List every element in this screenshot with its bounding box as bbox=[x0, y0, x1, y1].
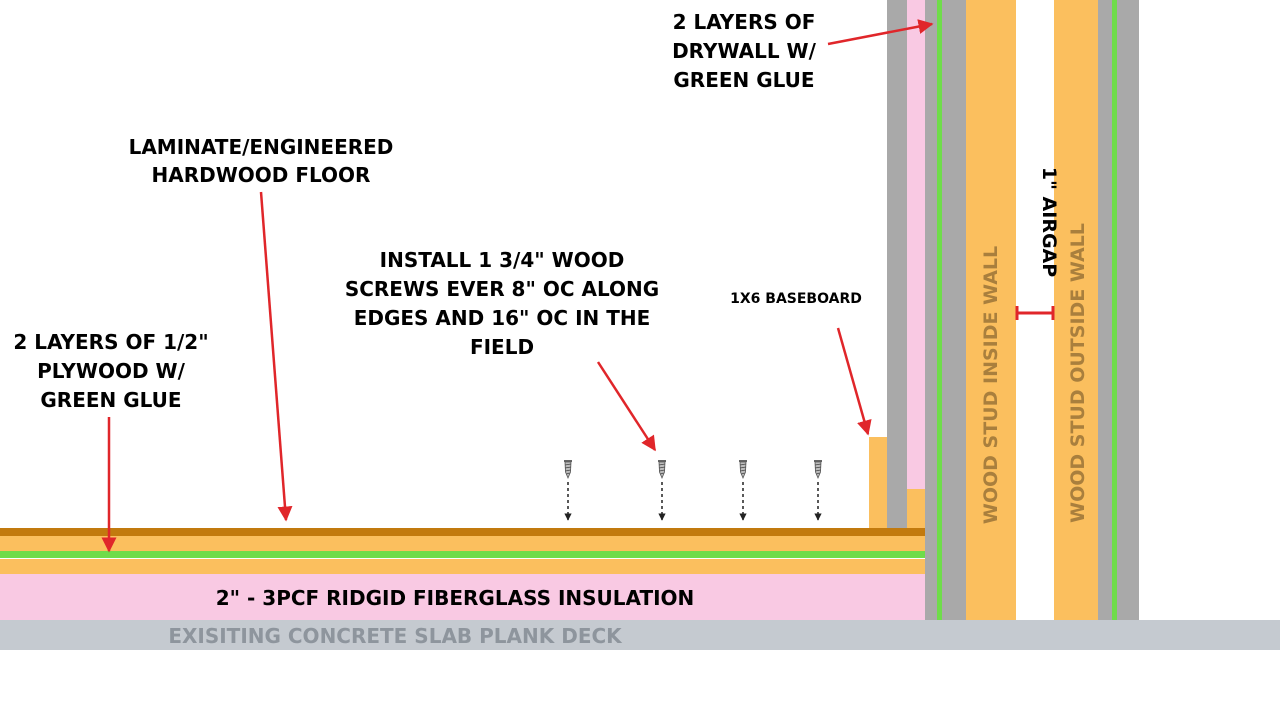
svg-text:SCREWS EVER 8" OC ALONG: SCREWS EVER 8" OC ALONG bbox=[345, 277, 659, 301]
screws-label: INSTALL 1 3/4" WOOD SCREWS EVER 8" OC AL… bbox=[345, 248, 659, 359]
stud-inside-label: WOOD STUD INSIDE WALL bbox=[980, 246, 1002, 524]
green-glue-layer bbox=[0, 551, 925, 558]
svg-text:INSTALL 1 3/4" WOOD: INSTALL 1 3/4" WOOD bbox=[380, 248, 625, 272]
outside-drywall-b bbox=[1117, 0, 1139, 620]
drywall-layer-b bbox=[942, 0, 966, 620]
plywood-layer-upper bbox=[0, 536, 925, 551]
baseboard-arrow bbox=[836, 327, 872, 436]
screw-icon bbox=[813, 459, 823, 479]
screw-icon bbox=[738, 459, 748, 479]
wood-stud-inside-wall bbox=[966, 0, 1016, 620]
screw-icon bbox=[657, 459, 667, 479]
svg-text:PLYWOOD W/: PLYWOOD W/ bbox=[37, 359, 185, 383]
airgap-label: 1" AIRGAP bbox=[1038, 167, 1060, 277]
laminate-floor bbox=[0, 528, 925, 536]
floor-arrow bbox=[259, 191, 293, 522]
svg-text:2 LAYERS OF: 2 LAYERS OF bbox=[673, 10, 816, 34]
outside-drywall-a bbox=[1098, 0, 1112, 620]
drywall-layer-a bbox=[925, 0, 937, 620]
svg-text:FIELD: FIELD bbox=[470, 335, 534, 359]
svg-text:GREEN GLUE: GREEN GLUE bbox=[40, 388, 181, 412]
concrete-slab bbox=[0, 620, 1280, 650]
fiberglass-insulation bbox=[0, 574, 925, 620]
drywall-arrow bbox=[827, 19, 934, 46]
wall-bottom-plate bbox=[907, 489, 925, 528]
insulation-label: 2" - 3PCF RIDGID FIBERGLASS INSULATION bbox=[216, 586, 695, 610]
svg-text:EDGES AND 16" OC IN THE: EDGES AND 16" OC IN THE bbox=[354, 306, 651, 330]
drywall-layer-outer bbox=[887, 0, 907, 528]
drywall-label: 2 LAYERS OF DRYWALL W/ GREEN GLUE bbox=[672, 10, 817, 92]
plywood-layer-lower bbox=[0, 559, 925, 574]
screw-icon bbox=[563, 459, 573, 479]
wood-stud-outside-wall bbox=[1054, 0, 1098, 620]
screws-arrow bbox=[596, 361, 657, 452]
baseboard-label: 1X6 BASEBOARD bbox=[730, 291, 862, 307]
svg-text:DRYWALL W/: DRYWALL W/ bbox=[672, 39, 817, 63]
outside-green-glue bbox=[1112, 0, 1117, 620]
svg-text:GREEN GLUE: GREEN GLUE bbox=[673, 68, 814, 92]
baseboard bbox=[869, 437, 887, 528]
svg-text:HARDWOOD FLOOR: HARDWOOD FLOOR bbox=[152, 163, 371, 187]
air-gap bbox=[1016, 0, 1054, 620]
svg-text:LAMINATE/ENGINEERED: LAMINATE/ENGINEERED bbox=[129, 135, 394, 159]
plywood-label: 2 LAYERS OF 1/2" PLYWOOD W/ GREEN GLUE bbox=[13, 330, 208, 412]
floor-label: LAMINATE/ENGINEERED HARDWOOD FLOOR bbox=[129, 135, 394, 187]
svg-text:2 LAYERS OF 1/2": 2 LAYERS OF 1/2" bbox=[13, 330, 208, 354]
slab-label: EXISITING CONCRETE SLAB PLANK DECK bbox=[168, 624, 623, 648]
wall-insulation-strip bbox=[907, 0, 925, 489]
stud-outside-label: WOOD STUD OUTSIDE WALL bbox=[1067, 223, 1089, 523]
wall-green-glue-a bbox=[937, 0, 942, 620]
